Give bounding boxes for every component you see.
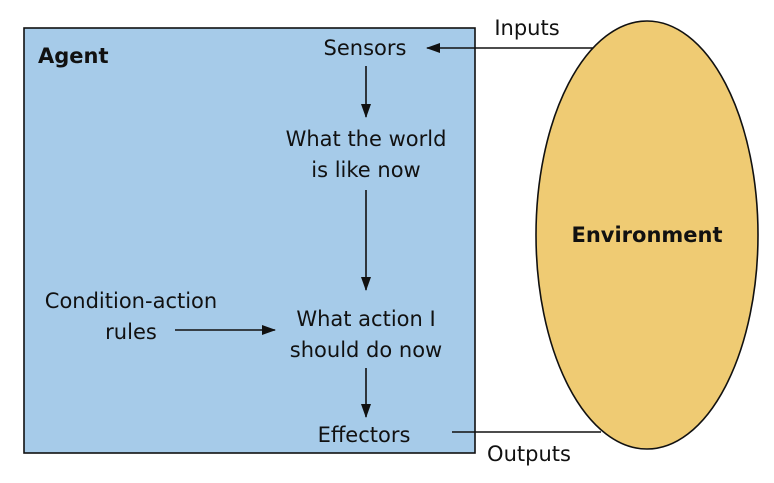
node-action-line2: should do now bbox=[290, 338, 442, 362]
node-rules-line2: rules bbox=[105, 320, 157, 344]
node-effectors: Effectors bbox=[318, 423, 411, 447]
inputs-label: Inputs bbox=[494, 16, 559, 40]
node-world-line1: What the world bbox=[286, 127, 447, 151]
environment-ellipse bbox=[535, 20, 759, 450]
node-world-line2: is like now bbox=[311, 158, 420, 182]
node-sensors: Sensors bbox=[324, 36, 407, 60]
environment-label: Environment bbox=[571, 223, 722, 247]
agent-title: Agent bbox=[38, 44, 109, 68]
outputs-label: Outputs bbox=[487, 442, 571, 466]
node-action-line1: What action I bbox=[296, 307, 435, 331]
agent-box bbox=[23, 27, 476, 454]
node-rules-line1: Condition-action bbox=[45, 289, 217, 313]
